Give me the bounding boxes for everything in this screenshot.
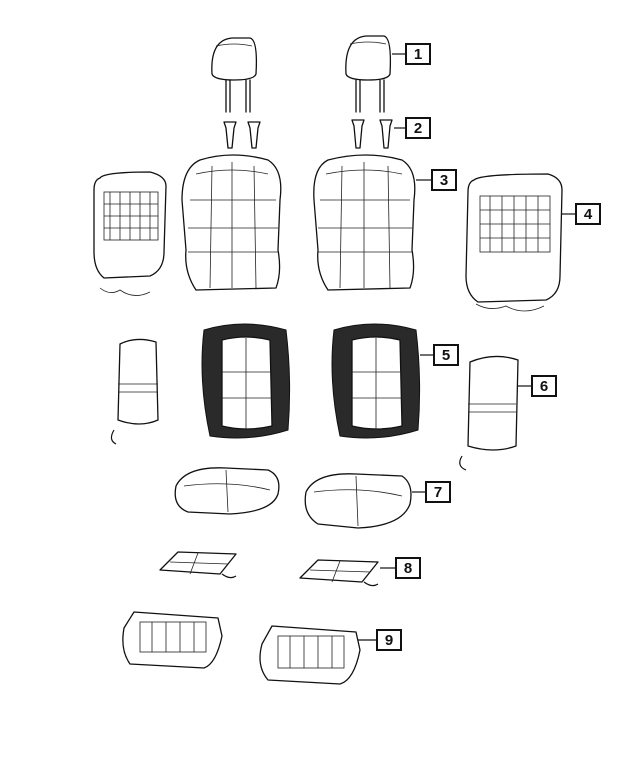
headrest-guides-left <box>223 121 261 149</box>
cushion-heater-left <box>159 551 237 579</box>
cushion-frame-left <box>122 611 223 669</box>
headrest-right <box>345 35 392 113</box>
cushion-cover-left <box>174 467 280 515</box>
callout-6-label: 6 <box>539 377 549 395</box>
callout-6: 6 <box>531 375 557 397</box>
callout-2: 2 <box>405 117 431 139</box>
headrest-guides-right <box>351 119 393 149</box>
seatback-panel-right <box>459 355 519 471</box>
seatback-pad-left <box>201 323 291 439</box>
headrest-left <box>211 37 258 113</box>
seatback-panel-left <box>110 338 159 445</box>
callout-9-label: 9 <box>384 631 394 649</box>
seatback-cover-left <box>181 154 282 291</box>
callout-4-label: 4 <box>583 205 593 223</box>
callout-1-label: 1 <box>413 45 423 63</box>
callout-5-label: 5 <box>441 346 451 364</box>
callout-1: 1 <box>405 43 431 65</box>
callout-7: 7 <box>425 481 451 503</box>
callout-7-label: 7 <box>433 483 443 501</box>
callout-3: 3 <box>431 169 457 191</box>
callout-4: 4 <box>575 203 601 225</box>
callout-9: 9 <box>376 629 402 651</box>
cushion-cover-right <box>304 473 412 529</box>
callout-8-label: 8 <box>403 559 413 577</box>
callout-3-label: 3 <box>439 171 449 189</box>
cushion-frame-right <box>259 625 361 685</box>
seatback-pad-right <box>331 323 421 439</box>
cushion-heater-right <box>299 559 379 587</box>
callout-2-label: 2 <box>413 119 423 137</box>
callout-5: 5 <box>433 344 459 366</box>
seatback-frame-right <box>465 173 563 312</box>
leader-lines <box>358 53 575 641</box>
seatback-frame-left <box>93 171 167 296</box>
seatback-cover-right <box>313 154 416 291</box>
callout-8: 8 <box>395 557 421 579</box>
